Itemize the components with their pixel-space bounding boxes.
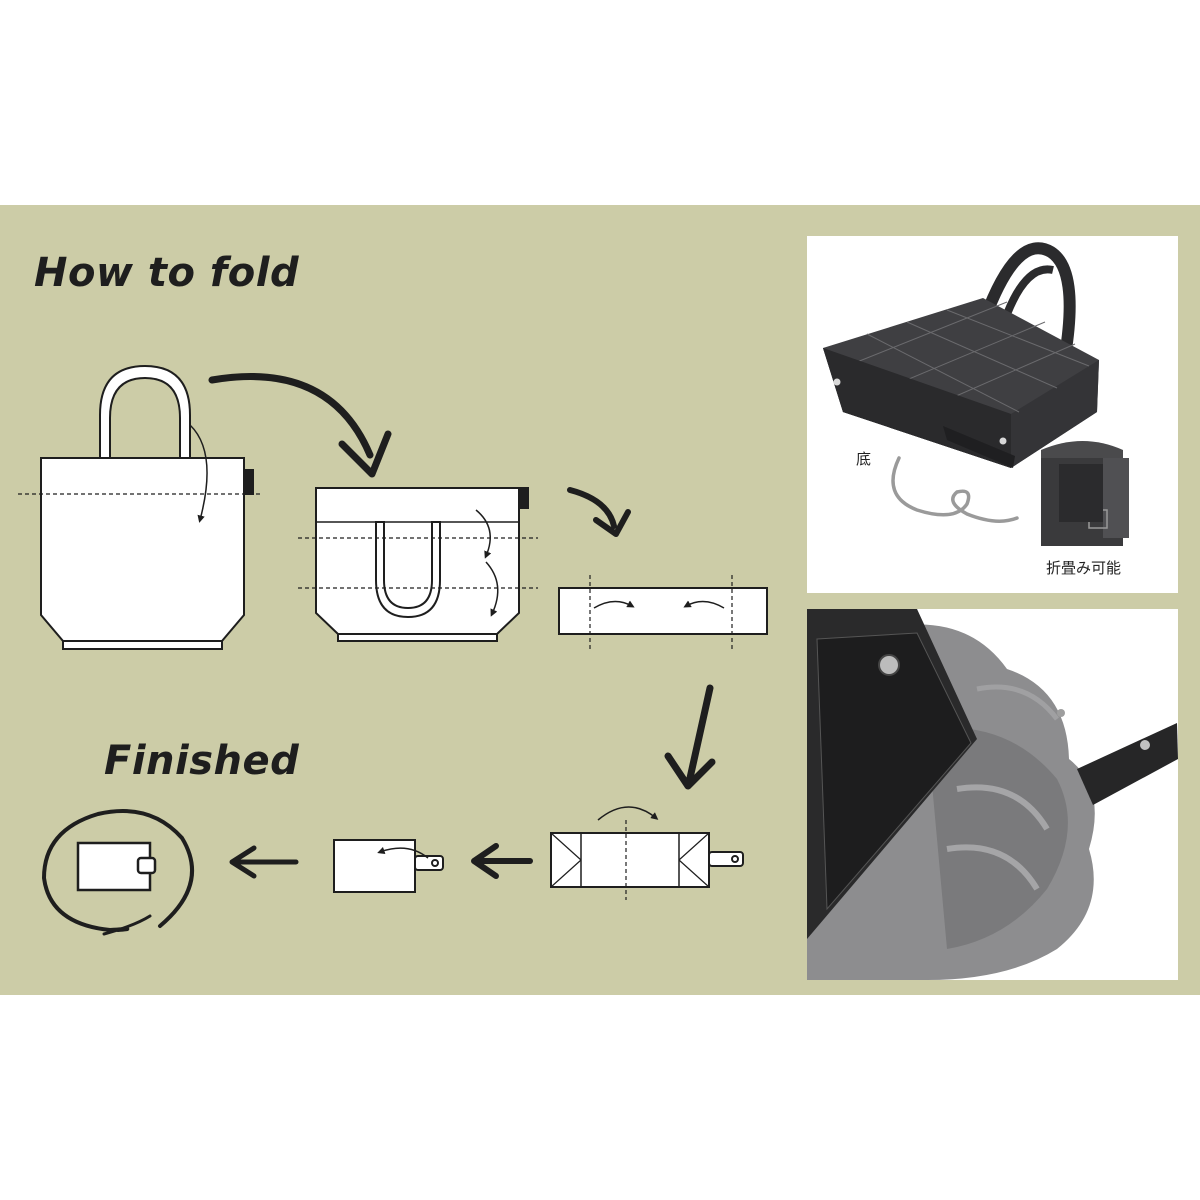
label-bottom: 底 bbox=[856, 450, 872, 468]
label-foldable: 折畳み可能 bbox=[1046, 559, 1122, 577]
step2-folded-top-icon bbox=[298, 487, 538, 642]
step4-folded-icon bbox=[550, 806, 744, 900]
snap-button-icon bbox=[731, 855, 739, 863]
logo-tag-icon bbox=[243, 469, 254, 495]
step5-folded-icon bbox=[333, 839, 444, 893]
finished-heading: Finished bbox=[104, 738, 300, 784]
fold-arrow-icon bbox=[189, 424, 208, 523]
step3-strip-icon bbox=[558, 575, 768, 650]
step-arrow-icon bbox=[208, 373, 374, 459]
how-to-fold-heading: How to fold bbox=[34, 250, 300, 296]
finished-circle-icon bbox=[41, 809, 195, 936]
product-photo-top: 底 折畳み可能 bbox=[807, 236, 1178, 593]
product-photo-closeup bbox=[807, 609, 1178, 980]
step1-tote-bag-icon bbox=[18, 364, 262, 650]
